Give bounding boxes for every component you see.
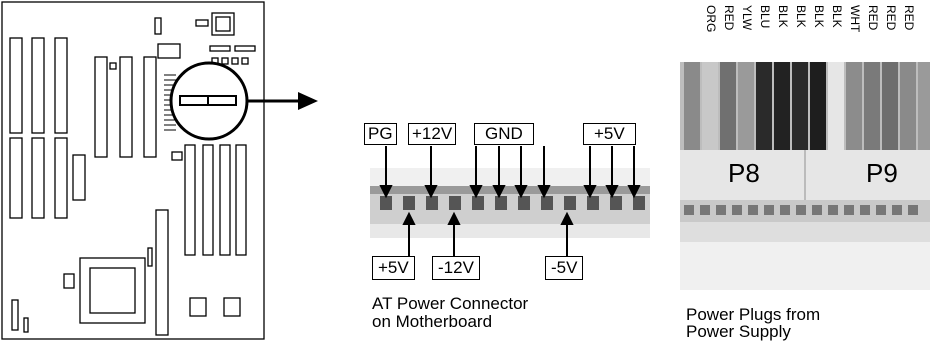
wire-label: BLK bbox=[776, 5, 790, 28]
connector-caption-line2: on Motherboard bbox=[372, 312, 493, 331]
connector-pointer-lines bbox=[379, 146, 641, 256]
plug-p9-label: P9 bbox=[866, 158, 898, 188]
power-plugs-image bbox=[680, 62, 930, 290]
at-connector-image bbox=[370, 168, 650, 238]
plug-p8-label: P8 bbox=[728, 158, 760, 188]
wire-label: RED bbox=[722, 5, 736, 31]
label-pg: PG bbox=[364, 123, 397, 145]
wire-label: BLK bbox=[794, 5, 808, 28]
plugs-caption-line2: Power Supply bbox=[686, 322, 791, 341]
wire-label: RED bbox=[866, 5, 880, 31]
arrow-right-icon bbox=[248, 92, 318, 110]
wire-label: WHT bbox=[848, 5, 862, 33]
label-gnd: GND bbox=[474, 123, 534, 145]
label-plus5v-bottom: +5V bbox=[372, 256, 415, 280]
wire-label: BLK bbox=[812, 5, 826, 28]
plugs-caption-line1: Power Plugs from bbox=[686, 305, 821, 324]
wire-label: BLK bbox=[830, 5, 844, 28]
label-plus5v-top: +5V bbox=[583, 123, 636, 145]
connector-pins bbox=[380, 196, 645, 210]
label-minus12v: -12V bbox=[432, 256, 480, 280]
connector-caption-line1: AT Power Connector bbox=[372, 294, 529, 313]
wire-label: RED bbox=[884, 5, 898, 31]
wire-label: YLW bbox=[740, 5, 754, 31]
wire-label: BLU bbox=[758, 5, 772, 28]
wire-label: ORG bbox=[704, 5, 718, 32]
wire-label: RED bbox=[902, 5, 916, 31]
plug-sockets bbox=[684, 205, 918, 215]
label-plus12v: +12V bbox=[408, 123, 457, 145]
wire-color-labels: ORG RED YLW BLU BLK BLK BLK BLK WHT RED … bbox=[704, 5, 916, 33]
motherboard bbox=[1, 1, 265, 340]
label-minus5v: -5V bbox=[545, 256, 584, 280]
